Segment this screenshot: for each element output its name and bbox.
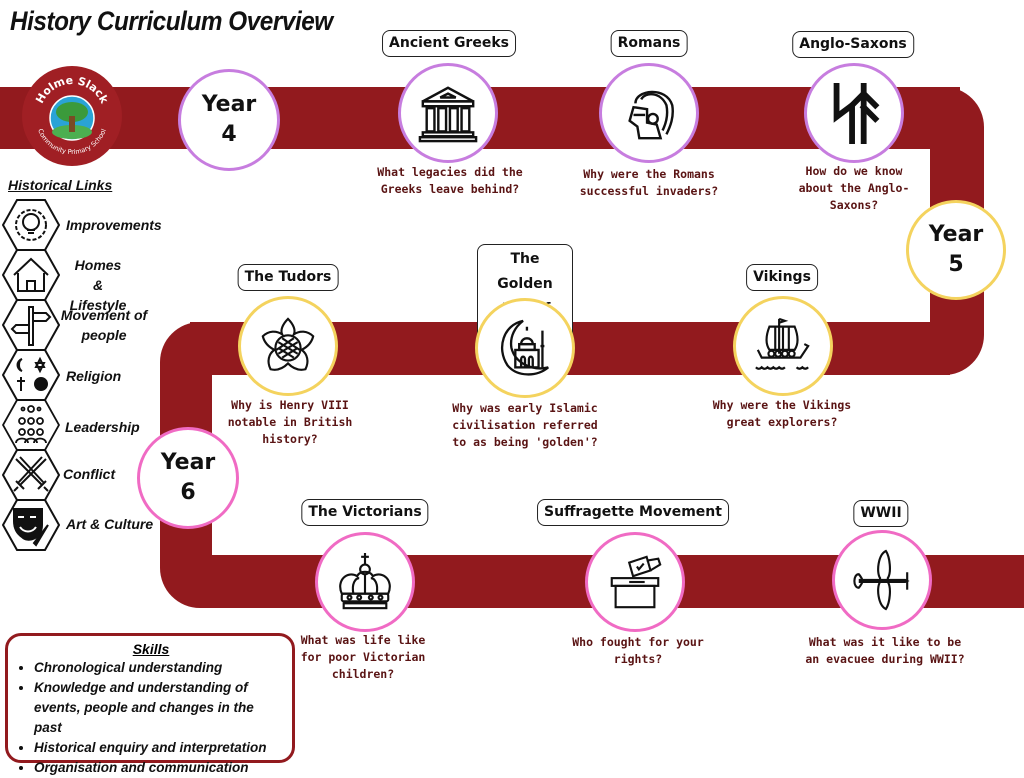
skills-box: Skills Chronological understanding Knowl…: [5, 633, 295, 775]
crescent-mosque-icon: [500, 319, 549, 376]
tudor-rose-icon: [261, 317, 315, 371]
topic-label-suffragette-movement: Suffragette Movement: [537, 499, 729, 526]
skills-item: Chronological understanding: [34, 658, 284, 678]
topic-circle-tudors: [238, 296, 338, 396]
house-icon: [2, 249, 60, 301]
school-logo: Holme Slack Community Primary School: [22, 66, 122, 166]
topic-circle-victorians: [315, 532, 415, 632]
topic-question-victorians: What was life like for poor Victorian ch…: [300, 633, 426, 681]
topic-label-romans: Romans: [610, 30, 688, 57]
year-5-number: 5: [948, 252, 964, 277]
year-6-number: 6: [180, 480, 196, 505]
topic-question-romans: Why were the Romans successful invaders?: [579, 167, 719, 198]
topic-question-wwii: What was it like to be an evacuee during…: [805, 635, 965, 666]
topic-circle-golden-age-of-islam: [475, 298, 575, 398]
roman-helmet-icon: [628, 90, 674, 140]
skills-title: Skills: [132, 641, 170, 657]
skills-item: Organisation and communication: [34, 758, 284, 778]
topic-circle-vikings: [733, 296, 833, 396]
topic-label-victorians: The Victorians: [301, 499, 429, 526]
religion-symbols-icon: [2, 349, 60, 401]
year-5-label: Year: [928, 222, 984, 247]
anglo-saxon-rune-icon: [833, 82, 880, 144]
year-6-label: Year: [160, 450, 216, 475]
historical-link-label: Leadership: [65, 419, 140, 435]
topic-question-anglo-saxons: How do we know about the Anglo-Saxons?: [798, 164, 910, 212]
path-inner-right-cut: [225, 149, 930, 322]
topic-question-tudors: Why is Henry VIII notable in British his…: [227, 398, 353, 446]
year-4-number: 4: [221, 122, 237, 147]
signpost-icon: [2, 299, 60, 351]
lightbulb-gear-icon: [2, 199, 60, 251]
topic-question-golden-age-of-islam: Why was early Islamic civilisation refer…: [452, 401, 598, 449]
historical-link-label: Improvements: [66, 217, 162, 233]
topic-label-anglo-saxons: Anglo-Saxons: [792, 31, 914, 58]
page-title: History Curriculum Overview: [10, 6, 333, 36]
historical-link-label: Movement of people: [60, 307, 148, 343]
year-4-label: Year: [201, 92, 257, 117]
topic-label-wwii: WWII: [853, 500, 909, 527]
crossed-swords-icon: [2, 449, 60, 501]
year-4-badge: Year 4: [178, 69, 280, 171]
historical-link-label: Art & Culture: [66, 516, 154, 532]
topic-label-vikings: Vikings: [746, 264, 818, 291]
topic-circle-suffragette-movement: [585, 532, 685, 632]
greek-temple-icon: [418, 86, 478, 143]
historical-link-label: Conflict: [63, 466, 116, 482]
historical-link-label: Homes & Lifestyle: [69, 257, 127, 313]
ballot-box-icon: [610, 555, 662, 609]
viking-longship-icon: [755, 317, 810, 370]
topic-circle-wwii: [832, 530, 932, 630]
topic-question-vikings: Why were the Vikings great explorers?: [712, 398, 852, 429]
crown-icon: [339, 552, 391, 610]
year-5-badge: Year 5: [906, 200, 1006, 300]
leadership-group-icon: [2, 399, 60, 451]
topic-circle-romans: [599, 63, 699, 163]
skills-list: Chronological understanding Knowledge an…: [18, 658, 284, 778]
topic-circle-ancient-greeks: [398, 63, 498, 163]
topic-label-tudors: The Tudors: [237, 264, 339, 291]
topic-question-suffragette-movement: Who fought for your rights?: [572, 635, 704, 666]
historical-link-label: Religion: [66, 368, 122, 384]
spitfire-plane-icon: [853, 549, 910, 611]
topic-question-ancient-greeks: What legacies did the Greeks leave behin…: [377, 165, 523, 196]
skills-item: Knowledge and understanding of events, p…: [34, 678, 284, 738]
historical-links-title: Historical Links: [8, 177, 113, 193]
year-6-badge: Year 6: [137, 427, 239, 529]
school-logo-emblem: Holme Slack Community Primary School: [33, 74, 111, 156]
skills-item: Historical enquiry and interpretation: [34, 738, 284, 758]
topic-circle-anglo-saxons: [804, 63, 904, 163]
theatre-mask-icon: [2, 499, 60, 551]
topic-label-ancient-greeks: Ancient Greeks: [382, 30, 516, 57]
